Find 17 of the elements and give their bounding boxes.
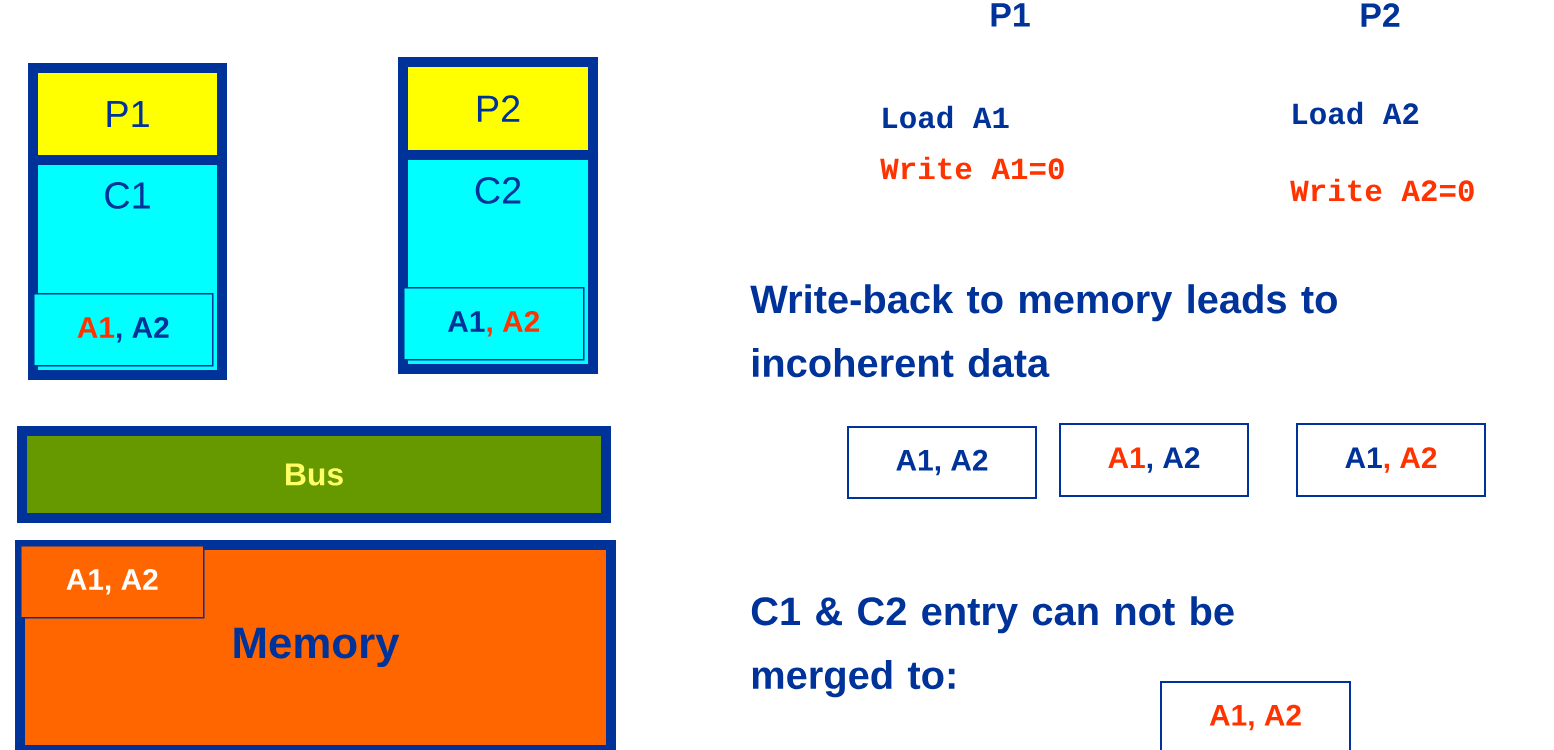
cache-line-cell: A1, A2: [33, 293, 214, 367]
code-line: Load A2: [1293, 101, 1419, 125]
column-heading: P2: [1361, 3, 1400, 27]
statement-text: Write-back to memory leads to incoherent data: [750, 284, 1337, 378]
code-line: Write A2=0: [1290, 178, 1474, 202]
processor-box: P2: [398, 57, 598, 160]
processor-box: P1: [28, 63, 227, 165]
memory-cell: A1, A2: [20, 545, 205, 619]
column-heading: P1: [991, 3, 1030, 27]
data-box: A1, A2: [1296, 423, 1486, 497]
data-box: A1, A2: [1059, 423, 1249, 497]
cache-line-cell: A1, A2: [403, 287, 585, 361]
bus-bar: Bus: [17, 426, 611, 523]
data-box: A1, A2: [1160, 681, 1351, 750]
code-line: Load A1: [883, 105, 1009, 129]
data-box: A1, A2: [847, 426, 1037, 499]
code-line: Write A1=0: [880, 156, 1064, 180]
